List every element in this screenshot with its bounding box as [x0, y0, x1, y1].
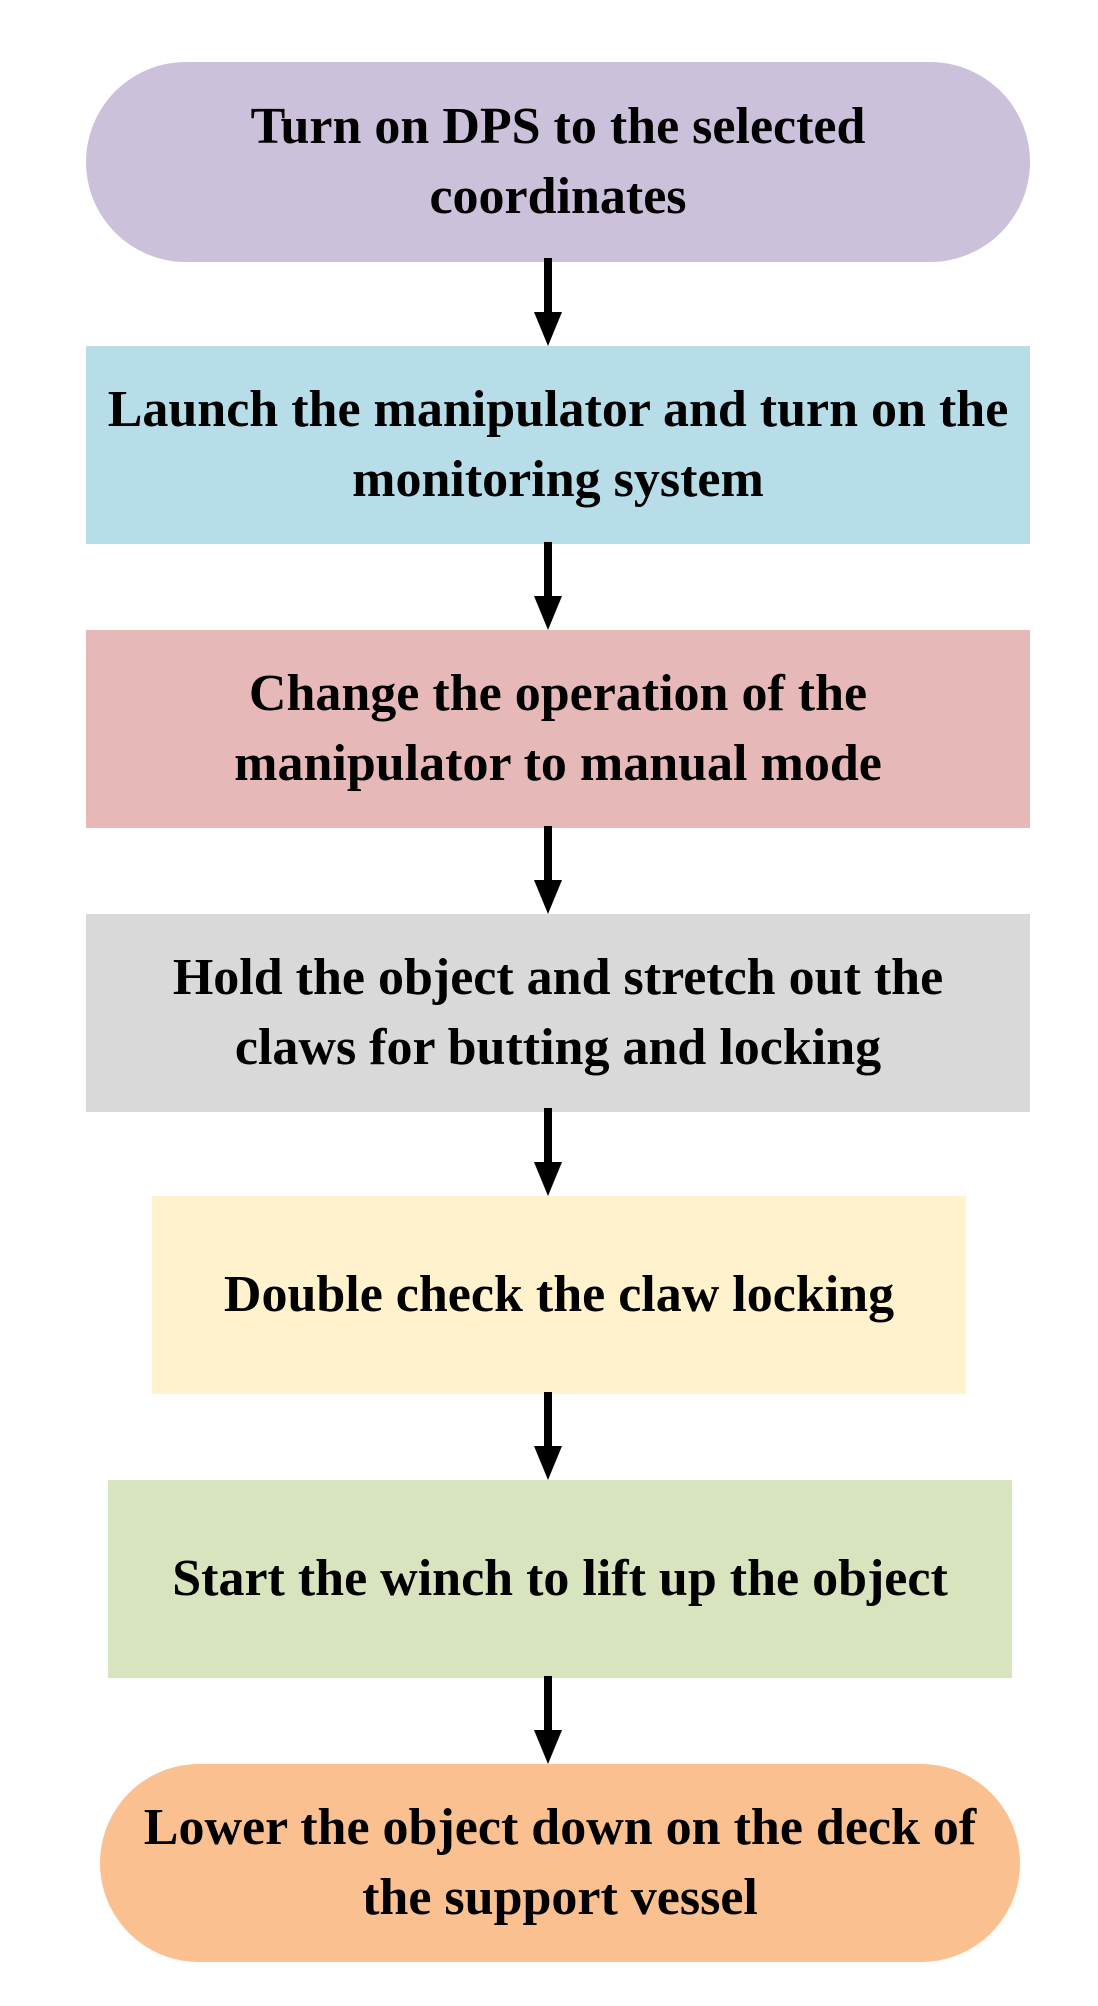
step-4-node: Hold the object and stretch out the claw… [86, 914, 1030, 1112]
step-2-node: Launch the manipulator and turn on the m… [86, 346, 1030, 544]
step-6-node: Start the winch to lift up the object [108, 1480, 1012, 1678]
step-1-label: Turn on DPS to the selected coordinates [250, 98, 866, 225]
step-6-label: Start the winch to lift up the object [172, 1550, 948, 1607]
step-3-node: Change the operation of the manipulator … [86, 630, 1030, 828]
step-7-label: Lower the object down on the deck of the… [143, 1799, 977, 1926]
step-5-node: Double check the claw locking [152, 1196, 966, 1394]
arrow-5-to-6 [534, 1392, 562, 1480]
arrow-1-to-2 [534, 258, 562, 346]
arrow-3-to-4 [534, 826, 562, 914]
arrow-2-to-3 [534, 542, 562, 630]
step-4-label: Hold the object and stretch out the claw… [172, 949, 944, 1076]
arrow-6-to-7 [534, 1676, 562, 1764]
step-7-end-node: Lower the object down on the deck of the… [100, 1764, 1020, 1962]
step-3-label: Change the operation of the manipulator … [234, 665, 882, 792]
step-1-start-node: Turn on DPS to the selected coordinates [86, 62, 1030, 262]
step-5-label: Double check the claw locking [223, 1266, 895, 1323]
step-2-label: Launch the manipulator and turn on the m… [107, 381, 1009, 508]
arrow-4-to-5 [534, 1108, 562, 1196]
